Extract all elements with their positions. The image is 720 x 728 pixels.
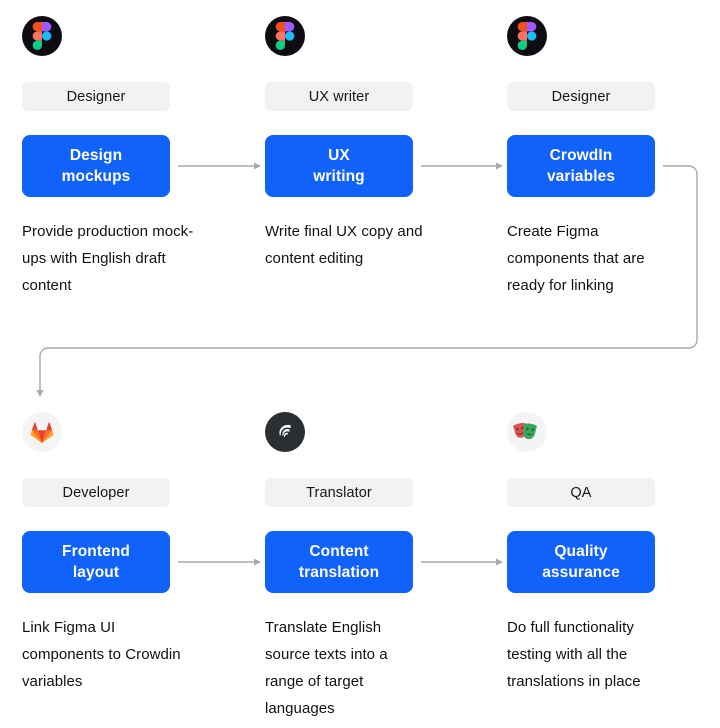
figma-icon	[265, 16, 305, 56]
role-chip: Designer	[22, 82, 170, 111]
stage-description: Write final UX copy and content editing	[265, 223, 423, 267]
stage-description: Do full functionality testing with all t…	[507, 619, 641, 690]
theater-masks-icon	[507, 412, 547, 452]
node-content-translation[interactable]: Translator Content translation Translate…	[265, 412, 413, 722]
role-chip: UX writer	[265, 82, 413, 111]
stage-box[interactable]: CrowdIn variables	[507, 135, 655, 197]
stage-box[interactable]: Design mockups	[22, 135, 170, 197]
crowdin-icon	[265, 412, 305, 452]
stage-label-line1: Design	[69, 147, 123, 164]
figma-icon	[507, 16, 547, 56]
stage-description: Link Figma UI components to Crowdin vari…	[22, 619, 181, 690]
stage-label-line2: assurance	[542, 564, 620, 581]
stage-label-line2: variables	[546, 168, 616, 185]
stage-box[interactable]: Frontend layout	[22, 531, 170, 593]
figma-icon	[22, 16, 62, 56]
stage-label-line1: CrowdIn	[549, 147, 613, 164]
gitlab-fox-icon	[22, 412, 62, 452]
stage-label-line2: layout	[72, 564, 120, 581]
stage-box[interactable]: Quality assurance	[507, 531, 655, 593]
role-chip: QA	[507, 478, 655, 507]
role-chip: Designer	[507, 82, 655, 111]
stage-label-line1: Quality	[554, 543, 608, 560]
role-chip: Translator	[265, 478, 413, 507]
node-ux-writing[interactable]: UX writer UX writing Write final UX copy…	[265, 16, 423, 272]
stage-description: Create Figma components that are ready f…	[507, 223, 645, 294]
stage-label-line1: Frontend	[62, 543, 130, 560]
node-design-mockups[interactable]: Designer Design mockups Provide producti…	[22, 16, 193, 299]
stage-box[interactable]: UX writing	[265, 135, 413, 197]
stage-label-line2: mockups	[61, 168, 131, 185]
stage-label-line2: translation	[298, 564, 380, 581]
node-frontend-layout[interactable]: Developer Frontend layout Link Figma UI …	[22, 412, 181, 695]
stage-label-line2: writing	[313, 168, 365, 185]
stage-description: Translate English source texts into a ra…	[265, 619, 388, 717]
role-chip: Developer	[22, 478, 170, 507]
stage-description: Provide production mock-ups with English…	[22, 223, 194, 294]
stage-label-line1: Content	[309, 543, 369, 560]
node-quality-assurance[interactable]: QA Quality assurance Do full functionali…	[507, 412, 655, 695]
stage-label-line1: UX	[328, 147, 350, 164]
node-crowdin-variables[interactable]: Designer CrowdIn variables Create Figma …	[507, 16, 655, 299]
stage-box[interactable]: Content translation	[265, 531, 413, 593]
